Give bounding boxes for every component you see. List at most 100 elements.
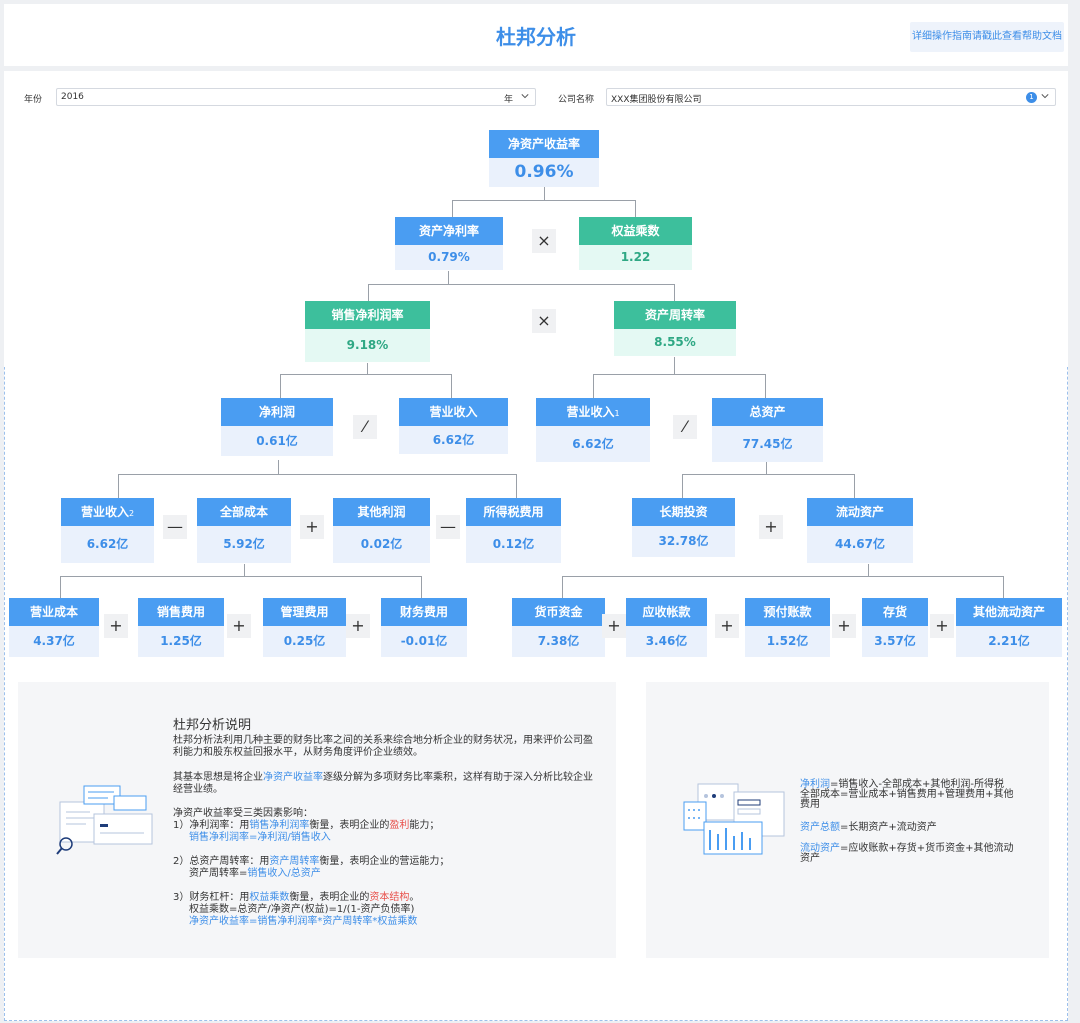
highlight-text: 销售收入/总资产 (247, 868, 321, 879)
node-cash[interactable]: 货币资金 7.38亿 (512, 598, 605, 657)
text: 衡量，表明企业的 (289, 892, 370, 903)
node-other-current-assets[interactable]: 其他流动资产 2.21亿 (956, 598, 1062, 657)
formula-net-profit: 净利润=销售收入-全部成本+其他利润-所得税 (800, 780, 1020, 790)
node-label: 存货 (862, 598, 928, 626)
node-revenue-1[interactable]: 营业收入1 6.62亿 (536, 398, 650, 462)
node-value: 0.61亿 (221, 426, 333, 456)
connector (674, 284, 675, 301)
highlight-text: 销售净利润率 (249, 820, 310, 831)
node-inventory[interactable]: 存货 3.57亿 (862, 598, 928, 657)
connector (118, 474, 517, 475)
node-admin-expense[interactable]: 管理费用 0.25亿 (263, 598, 346, 657)
node-value: 0.02亿 (333, 526, 430, 563)
times-operator: × (532, 309, 556, 333)
company-value: XXX集团股份有限公司 (611, 95, 702, 105)
connector (368, 284, 675, 285)
node-label: 预付账款 (745, 598, 830, 626)
node-revenue[interactable]: 营业收入 6.62亿 (399, 398, 508, 454)
text: 逐级分解为多项财务比率乘积，这样有助于深入分析比较企业经营业绩。 (173, 772, 593, 795)
node-label: 营业收入1 (536, 398, 650, 426)
connector (562, 576, 563, 598)
text: 资产周转率= (189, 868, 248, 879)
text: =长期资产+流动资产 (840, 822, 937, 833)
year-select[interactable]: 2016 年 (56, 88, 536, 106)
node-label-text: 营业收入 (566, 405, 615, 419)
node-roe[interactable]: 净资产收益率 0.96% (489, 130, 599, 187)
connector (244, 564, 245, 576)
node-selling-expense[interactable]: 销售费用 1.25亿 (138, 598, 224, 657)
node-label: 货币资金 (512, 598, 605, 626)
node-finance-expense[interactable]: 财务费用 -0.01亿 (381, 598, 467, 657)
node-label: 净利润 (221, 398, 333, 426)
connector (1003, 576, 1004, 598)
highlight-text: 流动资产 (800, 843, 840, 854)
explain-item-2: 2）总资产周转率：用资产周转率衡量，表明企业的营运能力； (173, 856, 593, 868)
connector (854, 474, 855, 498)
highlight-text: 资产总额 (800, 822, 840, 833)
node-label: 长期投资 (632, 498, 735, 526)
explain-paragraph-1: 杜邦分析法利用几种主要的财务比率之间的关系来综合地分析企业的财务状况，用来评价公… (173, 735, 593, 758)
node-asset-turnover[interactable]: 资产周转率 8.55% (614, 301, 736, 356)
node-equity-multiplier[interactable]: 权益乘数 1.22 (579, 217, 692, 270)
formula-current-assets: 流动资产=应收账款+存货+货币资金+其他流动资产 (800, 844, 1020, 864)
node-value: 1.22 (579, 245, 692, 270)
connector (60, 576, 61, 598)
node-label: 所得税费用 (466, 498, 561, 526)
node-value: 5.92亿 (197, 526, 291, 563)
node-value: 1.52亿 (745, 626, 830, 657)
text: =销售收入-全部成本+其他利润-所得税 (830, 779, 1004, 790)
node-value: 2.21亿 (956, 626, 1062, 657)
node-label: 其他利润 (333, 498, 430, 526)
connector (765, 374, 766, 398)
node-value: 6.62亿 (399, 426, 508, 454)
node-long-term-investment[interactable]: 长期投资 32.78亿 (632, 498, 735, 557)
node-value: 7.38亿 (512, 626, 605, 657)
company-label: 公司名称 (558, 95, 595, 105)
node-revenue-2[interactable]: 营业收入2 6.62亿 (61, 498, 154, 563)
node-label: 总资产 (712, 398, 823, 426)
connector (562, 576, 1004, 577)
connector (766, 462, 767, 474)
node-value: 3.57亿 (862, 626, 928, 657)
connector (674, 357, 675, 374)
node-value: 0.79% (395, 245, 503, 270)
node-operating-cost[interactable]: 营业成本 4.37亿 (9, 598, 99, 657)
node-prepayments[interactable]: 预付账款 1.52亿 (745, 598, 830, 657)
node-value: 4.37亿 (9, 626, 99, 657)
plus-operator: + (759, 515, 783, 539)
node-other-profit[interactable]: 其他利润 0.02亿 (333, 498, 430, 563)
connector (682, 474, 855, 475)
node-receivables[interactable]: 应收帐款 3.46亿 (626, 598, 707, 657)
node-label: 资产净利率 (395, 217, 503, 245)
text: 能力； (409, 820, 440, 831)
connector (451, 374, 452, 398)
node-total-cost[interactable]: 全部成本 5.92亿 (197, 498, 291, 563)
plus-operator: + (227, 614, 251, 638)
connector (280, 374, 281, 398)
year-value: 2016 (61, 92, 84, 102)
node-current-assets[interactable]: 流动资产 44.67亿 (807, 498, 913, 563)
help-doc-button[interactable]: 详细操作指南请戳此查看帮助文档 (910, 22, 1064, 52)
node-value: 32.78亿 (632, 526, 735, 557)
document-analysis-illustration-icon (56, 785, 153, 855)
explain-formula-1: 销售净利润率=净利润/销售收入 (189, 832, 331, 843)
connector (635, 200, 636, 217)
node-label-sub: 1 (614, 409, 620, 418)
plus-operator: + (715, 614, 739, 638)
node-roa[interactable]: 资产净利率 0.79% (395, 217, 503, 270)
company-select[interactable]: XXX集团股份有限公司 1 (606, 88, 1056, 106)
node-total-assets[interactable]: 总资产 77.45亿 (712, 398, 823, 462)
node-label: 财务费用 (381, 598, 467, 626)
connector (682, 474, 683, 498)
plus-operator: + (346, 614, 370, 638)
year-label: 年份 (24, 95, 43, 105)
divide-operator: ⁄ (673, 415, 697, 439)
explain-formula-4: 净资产收益率=销售净利润率*资产周转率*权益乘数 (189, 916, 418, 927)
node-net-profit[interactable]: 净利润 0.61亿 (221, 398, 333, 456)
node-income-tax[interactable]: 所得税费用 0.12亿 (466, 498, 561, 563)
text: 其基本思想是将企业 (173, 772, 263, 783)
connector (368, 284, 369, 301)
formula-total-assets: 资产总额=长期资产+流动资产 (800, 822, 1020, 834)
node-net-margin[interactable]: 销售净利润率 9.18% (305, 301, 430, 362)
connector (593, 374, 766, 375)
